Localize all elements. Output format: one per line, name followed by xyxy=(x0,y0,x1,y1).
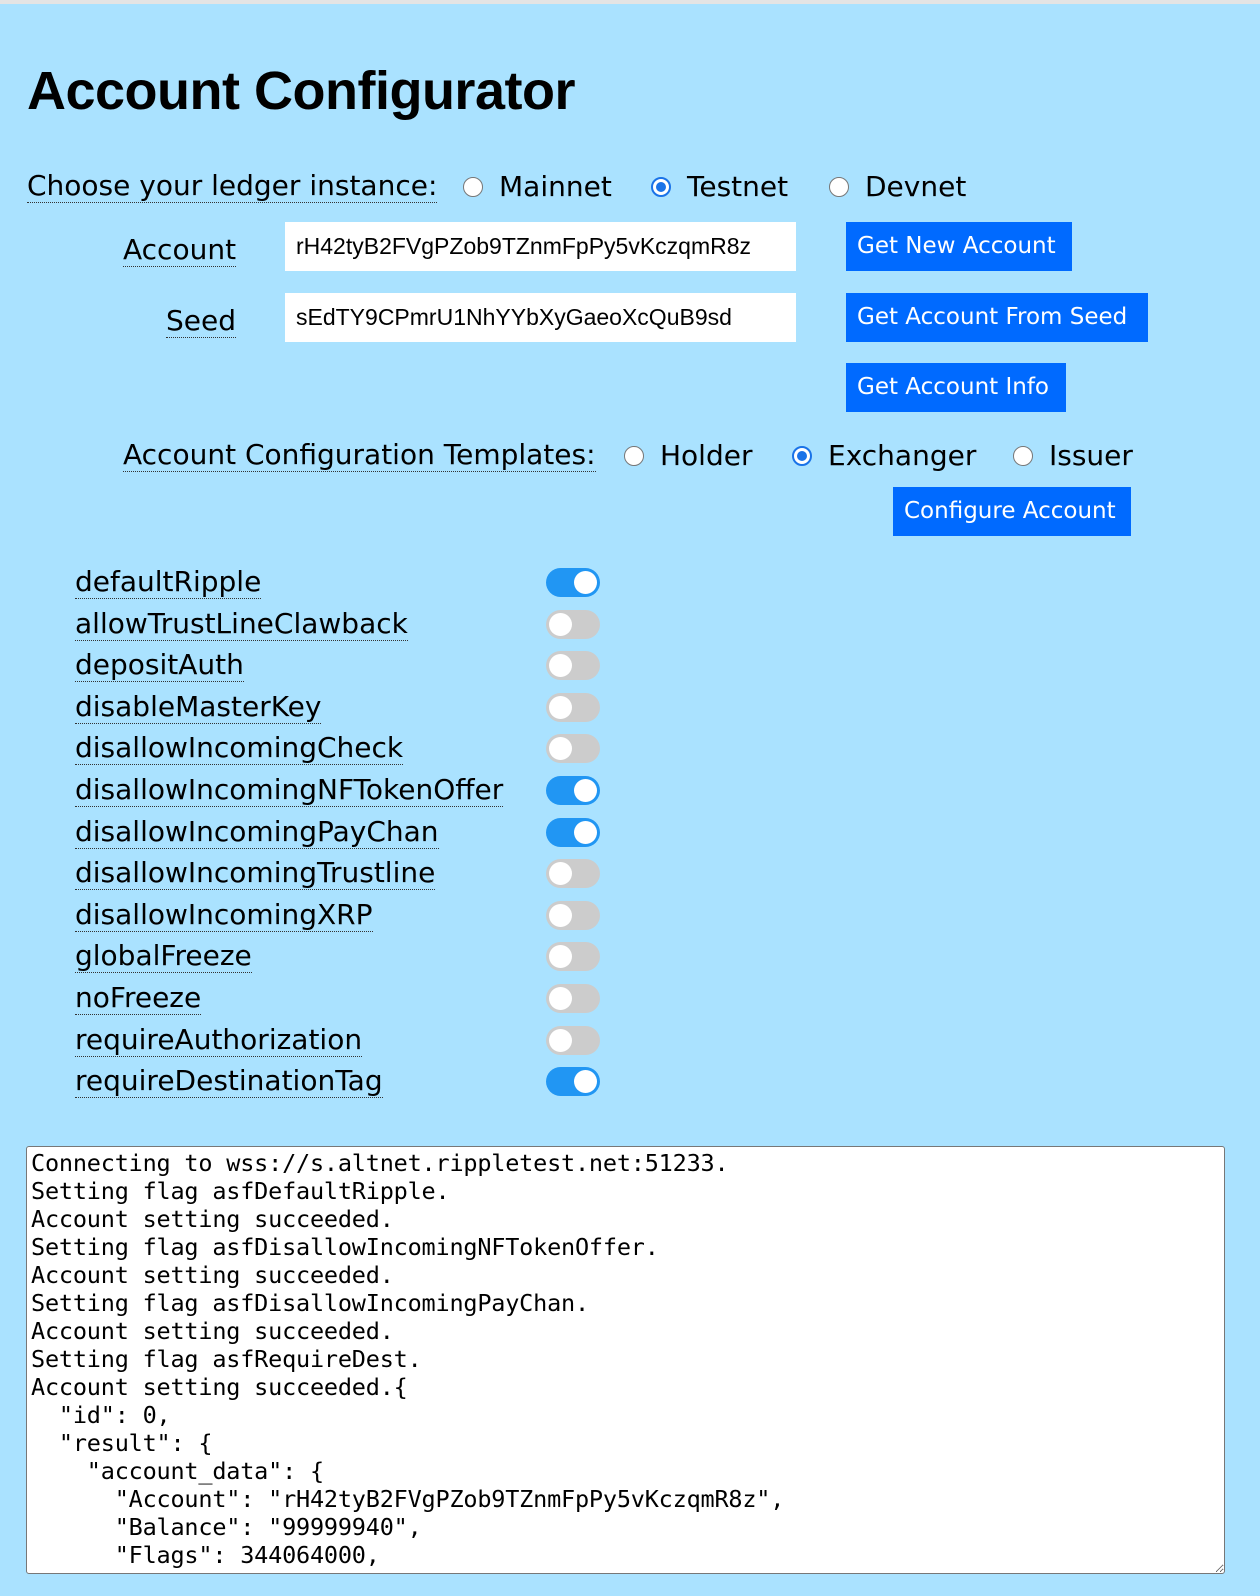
flag-toggle-disallowIncomingTrustline[interactable] xyxy=(546,859,600,889)
seed-input[interactable] xyxy=(285,293,796,342)
account-input[interactable] xyxy=(285,222,796,271)
flag-label-disallowIncomingNFTokenOffer: disallowIncomingNFTokenOffer xyxy=(75,773,504,807)
radio-circle[interactable] xyxy=(1013,445,1033,466)
flag-toggle-allowTrustLineClawback[interactable] xyxy=(546,609,600,639)
seed-label: Seed xyxy=(166,304,236,338)
flag-label-disableMasterKey: disableMasterKey xyxy=(75,689,322,724)
flag-toggle-disallowIncomingPayChan[interactable] xyxy=(546,817,600,847)
flag-label-globalFreeze: globalFreeze xyxy=(75,939,252,974)
flag-label-requireAuthorization: requireAuthorization xyxy=(75,1022,363,1057)
radio-circle[interactable] xyxy=(463,176,483,197)
flag-toggle-requireAuthorization[interactable] xyxy=(546,1025,600,1055)
ledger-label: Choose your ledger instance: xyxy=(27,169,438,203)
results-textarea[interactable]: Connecting to wss://s.altnet.rippletest.… xyxy=(26,1146,1225,1574)
flag-toggle-disallowIncomingNFTokenOffer[interactable] xyxy=(546,776,600,805)
flag-label-depositAuth: depositAuth xyxy=(75,648,244,683)
radio-holder[interactable]: Holder xyxy=(624,439,752,472)
flag-label-disallowIncomingXRP: disallowIncomingXRP xyxy=(75,897,373,932)
get-new-account-button[interactable]: Get New Account xyxy=(846,222,1072,271)
flag-toggle-disallowIncomingXRP[interactable] xyxy=(546,900,600,930)
radio-exchanger[interactable]: Exchanger xyxy=(792,439,976,472)
flag-label-noFreeze: noFreeze xyxy=(75,981,202,1015)
flag-toggle-disallowIncomingCheck[interactable] xyxy=(546,734,600,764)
flag-label-disallowIncomingPayChan: disallowIncomingPayChan xyxy=(75,814,439,849)
get-account-info-button[interactable]: Get Account Info xyxy=(846,363,1066,412)
radio-circle[interactable] xyxy=(651,176,671,197)
radio-circle[interactable] xyxy=(792,445,812,466)
flag-toggle-globalFreeze[interactable] xyxy=(546,942,600,972)
account-label: Account xyxy=(123,233,237,267)
flag-label-defaultRipple: defaultRipple xyxy=(75,565,262,599)
flag-label-allowTrustLineClawback: allowTrustLineClawback xyxy=(75,606,408,641)
get-account-from-seed-button[interactable]: Get Account From Seed xyxy=(846,293,1148,342)
page-title: Account Configurator xyxy=(27,61,575,121)
flag-toggle-noFreeze[interactable] xyxy=(546,984,600,1013)
radio-mainnet[interactable]: Mainnet xyxy=(463,170,612,203)
flag-toggle-defaultRipple[interactable] xyxy=(546,568,600,597)
configure-account-button[interactable]: Configure Account xyxy=(893,487,1131,536)
flag-label-requireDestinationTag: requireDestinationTag xyxy=(75,1064,383,1099)
flag-toggle-depositAuth[interactable] xyxy=(546,651,600,681)
flag-toggle-requireDestinationTag[interactable] xyxy=(546,1067,600,1097)
radio-testnet[interactable]: Testnet xyxy=(651,170,788,203)
radio-issuer[interactable]: Issuer xyxy=(1013,439,1133,472)
flag-label-disallowIncomingCheck: disallowIncomingCheck xyxy=(75,731,404,766)
templates-label: Account Configuration Templates: xyxy=(123,438,596,472)
flag-label-disallowIncomingTrustline: disallowIncomingTrustline xyxy=(75,856,436,891)
radio-circle[interactable] xyxy=(624,445,644,466)
flag-toggle-disableMasterKey[interactable] xyxy=(546,692,600,722)
radio-circle[interactable] xyxy=(829,176,849,197)
radio-devnet[interactable]: Devnet xyxy=(829,170,966,203)
